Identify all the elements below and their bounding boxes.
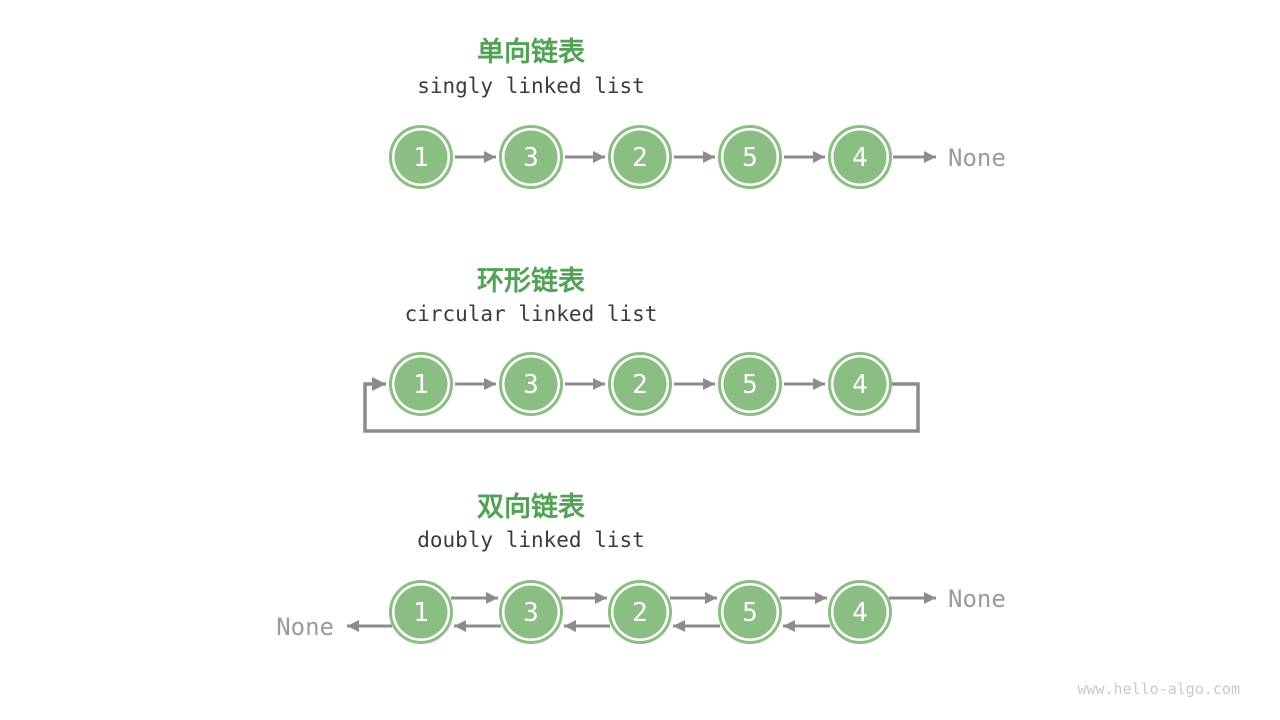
node-outer-ring: [389, 580, 453, 644]
list-node: 1: [389, 580, 453, 644]
node-value: 5: [742, 143, 758, 173]
node-body: [504, 357, 558, 411]
node-body: [613, 130, 667, 184]
node-outer-ring: [828, 580, 892, 644]
node-outer-ring: [608, 125, 672, 189]
node-value: 3: [523, 143, 539, 173]
singly-title-en: singly linked list: [417, 74, 645, 98]
singly-title-zh: 单向链表: [477, 37, 585, 67]
node-body: [723, 130, 777, 184]
node-value: 1: [413, 598, 429, 628]
node-value: 1: [413, 143, 429, 173]
doubly-title-zh: 双向链表: [477, 492, 585, 522]
list-node: 3: [499, 352, 563, 416]
node-value: 4: [852, 598, 868, 628]
list-node: 4: [828, 352, 892, 416]
node-body: [833, 585, 887, 639]
circular-title-en: circular linked list: [404, 302, 658, 326]
node-outer-ring: [718, 352, 782, 416]
list-node: 2: [608, 125, 672, 189]
node-outer-ring: [499, 352, 563, 416]
node-outer-ring: [499, 125, 563, 189]
list-node: 5: [718, 580, 782, 644]
node-body: [723, 357, 777, 411]
node-body: [833, 357, 887, 411]
node-outer-ring: [718, 125, 782, 189]
node-value: 1: [413, 370, 429, 400]
node-body: [394, 357, 448, 411]
list-node: 5: [718, 125, 782, 189]
node-value: 4: [852, 143, 868, 173]
circular-title-zh: 环形链表: [477, 266, 585, 296]
list-node: 4: [828, 580, 892, 644]
node-value: 2: [632, 143, 648, 173]
node-outer-ring: [718, 580, 782, 644]
circular-linked-list-diagram: 1 3 2 5 4: [363, 352, 920, 433]
node-outer-ring: [608, 580, 672, 644]
node-outer-ring: [828, 352, 892, 416]
list-node: 5: [718, 352, 782, 416]
list-node: 4: [828, 125, 892, 189]
doubly-title-en: doubly linked list: [417, 528, 645, 552]
node-body: [504, 130, 558, 184]
list-node: 2: [608, 580, 672, 644]
node-body: [613, 357, 667, 411]
node-value: 3: [523, 370, 539, 400]
node-value: 4: [852, 370, 868, 400]
circular-loop-arrow: [363, 377, 920, 433]
list-node: 2: [608, 352, 672, 416]
node-outer-ring: [499, 580, 563, 644]
node-body: [394, 585, 448, 639]
node-body: [613, 585, 667, 639]
node-value: 3: [523, 598, 539, 628]
node-value: 2: [632, 370, 648, 400]
singly-linked-list-diagram: None 1 3 2 5 4: [389, 125, 1006, 189]
node-value: 5: [742, 598, 758, 628]
none-label: None: [948, 144, 1006, 172]
node-body: [723, 585, 777, 639]
list-node: 1: [389, 125, 453, 189]
none-label: None: [948, 585, 1006, 613]
node-body: [394, 130, 448, 184]
node-outer-ring: [828, 125, 892, 189]
node-outer-ring: [389, 125, 453, 189]
node-outer-ring: [608, 352, 672, 416]
node-value: 5: [742, 370, 758, 400]
node-outer-ring: [389, 352, 453, 416]
node-value: 2: [632, 598, 648, 628]
list-node: 3: [499, 125, 563, 189]
node-body: [504, 585, 558, 639]
list-node: 3: [499, 580, 563, 644]
node-body: [833, 130, 887, 184]
watermark: www.hello-algo.com: [1077, 680, 1240, 698]
list-node: 1: [389, 352, 453, 416]
none-label: None: [276, 613, 334, 641]
